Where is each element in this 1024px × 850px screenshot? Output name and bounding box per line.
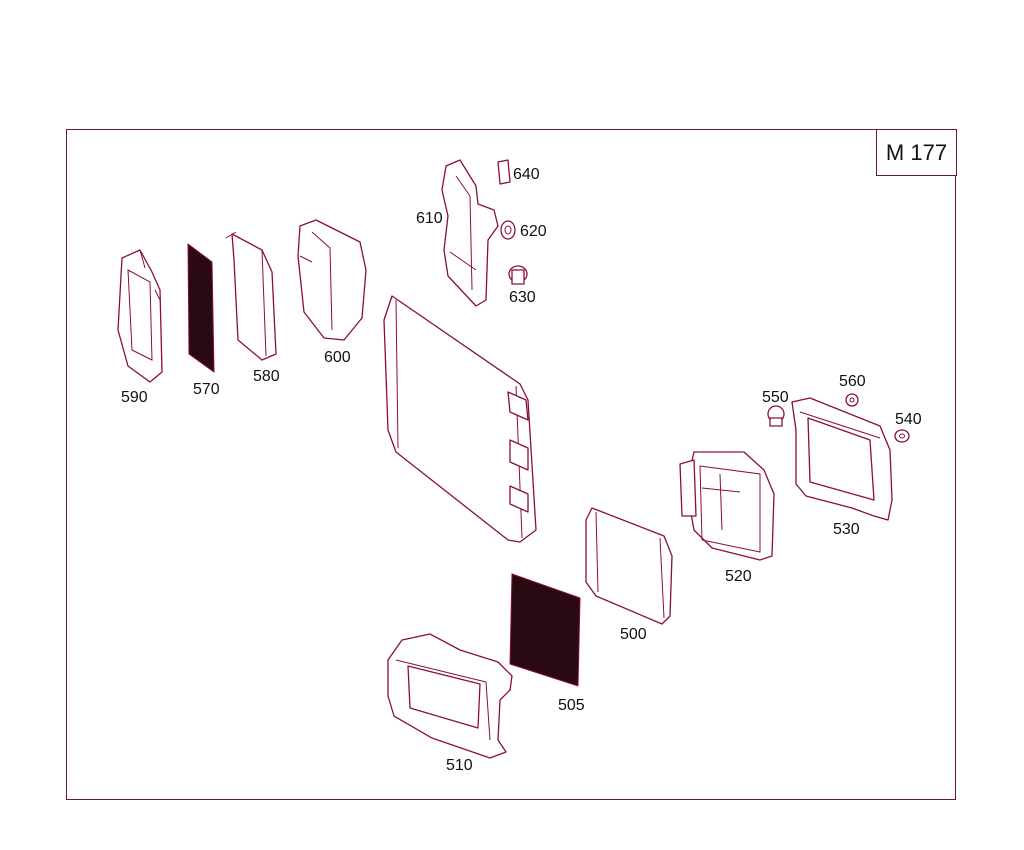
part-610-bracket[interactable] <box>441 159 499 307</box>
part-580-label: 580 <box>253 368 280 385</box>
part-505-filter-mat[interactable] <box>509 573 581 687</box>
part-condenser-radiator[interactable] <box>383 295 537 543</box>
part-520-fan-shroud[interactable] <box>679 451 775 561</box>
part-620-grommet[interactable] <box>500 220 516 240</box>
part-570-label: 570 <box>193 381 220 398</box>
part-505-label: 505 <box>558 697 585 714</box>
part-520-label: 520 <box>725 568 752 585</box>
part-570-filter-mat[interactable] <box>187 242 215 373</box>
part-600-label: 600 <box>324 349 351 366</box>
part-540-washer[interactable] <box>894 429 910 443</box>
part-640-clip[interactable] <box>497 159 511 185</box>
part-590-shroud[interactable] <box>117 249 163 383</box>
part-510-label: 510 <box>446 757 473 774</box>
part-630-label: 630 <box>509 289 536 306</box>
part-610-label: 610 <box>416 210 443 227</box>
part-530-mounting-frame[interactable] <box>791 397 893 521</box>
model-label: M 177 <box>876 129 957 176</box>
part-550-label: 550 <box>762 389 789 406</box>
part-560-label: 560 <box>839 373 866 390</box>
part-550-screw[interactable] <box>767 405 785 427</box>
part-640-label: 640 <box>513 166 540 183</box>
part-510-frame[interactable] <box>387 633 513 759</box>
diagram-frame <box>66 129 956 800</box>
part-620-label: 620 <box>520 223 547 240</box>
part-530-label: 530 <box>833 521 860 538</box>
part-590-label: 590 <box>121 389 148 406</box>
part-630-bolt[interactable] <box>508 265 528 285</box>
part-560-washer[interactable] <box>845 393 859 407</box>
part-580-cooler[interactable] <box>225 231 277 361</box>
part-500-label: 500 <box>620 626 647 643</box>
part-540-label: 540 <box>895 411 922 428</box>
part-500-radiator[interactable] <box>585 507 673 625</box>
part-600-air-duct[interactable] <box>297 219 367 341</box>
